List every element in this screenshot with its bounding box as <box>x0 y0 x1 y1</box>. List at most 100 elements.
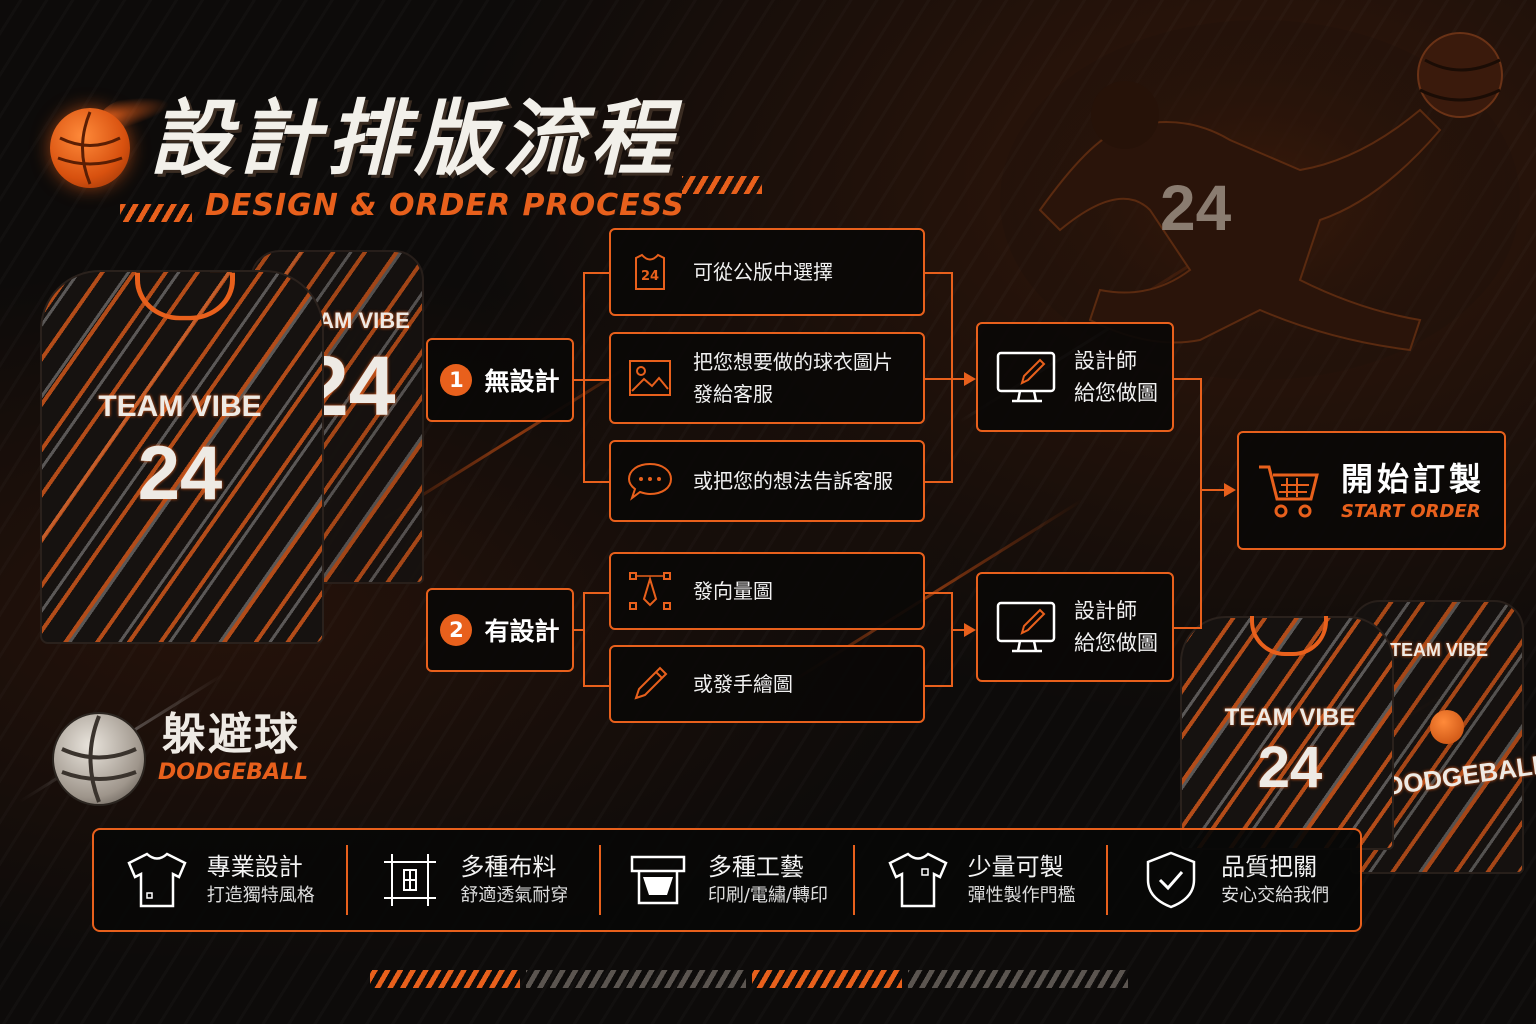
chat-bubble-icon <box>627 461 673 501</box>
flow-connector <box>583 379 611 381</box>
page-subtitle: DESIGN & ORDER PROCESS <box>205 188 685 223</box>
tshirt-icon <box>125 850 189 910</box>
step-send-sketch[interactable]: 或發手繪圖 <box>609 645 925 723</box>
fabric-pattern-icon <box>378 850 442 910</box>
option-label: 有設計 <box>484 617 560 646</box>
features-bar: 專業設計打造獨特風格 多種布料舒適透氣耐穿 多種工藝印刷/電繡/轉印 少量可製彈… <box>92 828 1362 932</box>
hatch-decoration <box>682 176 762 194</box>
start-order-button[interactable]: 開始訂製 START ORDER <box>1237 431 1506 550</box>
monitor-pen-icon <box>996 349 1058 405</box>
monitor-pen-icon <box>996 599 1058 655</box>
flow-connector <box>924 378 966 380</box>
hatch-decoration <box>752 970 902 988</box>
start-order-label: 開始訂製 <box>1341 460 1486 498</box>
fire-ball-icon <box>50 108 130 188</box>
svg-text:24: 24 <box>641 269 659 284</box>
flow-connector <box>1173 378 1201 380</box>
step-text: 或把您的想法告訴客服 <box>693 469 893 493</box>
vector-pen-icon <box>627 571 673 611</box>
designer-step-2[interactable]: 設計師 給您做圖 <box>976 572 1174 682</box>
option-no-design[interactable]: 1 無設計 <box>426 338 574 422</box>
player-number: 24 <box>1160 172 1232 244</box>
start-order-label-en: START ORDER <box>1341 501 1481 522</box>
step-choose-template[interactable]: 24 可從公版中選擇 <box>609 228 925 316</box>
cart-icon <box>1257 461 1321 521</box>
flow-connector <box>583 592 585 686</box>
step-text: 設計師 <box>1074 349 1137 373</box>
sport-label-en: DODGEBALL <box>158 760 309 785</box>
flow-arrow <box>1224 483 1236 497</box>
dodgeball-logo-icon <box>52 712 146 806</box>
flow-connector <box>924 481 952 483</box>
flow-connector <box>924 685 952 687</box>
feature-item: 少量可製彈性製作門檻 <box>852 845 1107 915</box>
flow-arrow <box>964 623 976 637</box>
flow-connector <box>924 592 952 594</box>
feature-item: 多種布料舒適透氣耐穿 <box>345 845 600 915</box>
step-send-image[interactable]: 把您想要做的球衣圖片 發給客服 <box>609 332 925 424</box>
jersey-24-icon: 24 <box>627 252 673 292</box>
printer-icon <box>626 850 690 910</box>
feature-title: 少量可製 <box>967 853 1064 881</box>
flow-connector <box>583 592 611 594</box>
flow-connector <box>572 379 584 381</box>
step-text: 發給客服 <box>693 382 773 406</box>
step-tell-idea[interactable]: 或把您的想法告訴客服 <box>609 440 925 522</box>
feature-item: 品質把關安心交給我們 <box>1106 845 1360 915</box>
feature-title: 多種工藝 <box>707 853 804 881</box>
flow-connector <box>583 685 611 687</box>
hatch-decoration <box>526 970 746 988</box>
jersey-back-team: TEAM VIBE <box>1390 640 1489 660</box>
flow-connector <box>572 629 584 631</box>
page-title: 設計排版流程 <box>150 92 678 187</box>
designer-step-1[interactable]: 設計師 給您做圖 <box>976 322 1174 432</box>
step-text: 給您做圖 <box>1074 631 1158 655</box>
flow-connector <box>583 272 611 274</box>
jersey-front-number: 24 <box>137 431 223 516</box>
option-has-design[interactable]: 2 有設計 <box>426 588 574 672</box>
flow-connector <box>951 272 953 483</box>
hatch-decoration <box>370 970 520 988</box>
flow-connector <box>583 481 611 483</box>
flow-connector <box>952 629 966 631</box>
feature-title: 品質把關 <box>1221 853 1318 881</box>
jersey-front <box>40 270 324 644</box>
step-text: 可從公版中選擇 <box>693 260 833 284</box>
pencil-icon <box>627 664 673 704</box>
feature-title: 專業設計 <box>206 853 303 881</box>
feature-sub: 彈性製作門檻 <box>967 885 1076 906</box>
step-send-vector[interactable]: 發向量圖 <box>609 552 925 630</box>
option-number-badge: 2 <box>440 614 473 646</box>
sport-label: 躲避球 <box>162 709 300 760</box>
player-illustration: 24 <box>1000 20 1520 380</box>
jersey-front-number: 24 <box>1257 735 1323 800</box>
flow-connector <box>1200 489 1226 491</box>
feature-sub: 舒適透氣耐穿 <box>460 885 569 906</box>
flow-connector <box>924 272 952 274</box>
jersey-ball-icon <box>1430 710 1464 744</box>
feature-item: 多種工藝印刷/電繡/轉印 <box>599 845 853 915</box>
step-text: 發向量圖 <box>693 579 773 603</box>
step-text: 或發手繪圖 <box>693 672 793 696</box>
hatch-decoration <box>908 970 1128 988</box>
feature-sub: 打造獨特風格 <box>206 885 315 906</box>
flow-connector <box>583 272 585 483</box>
jersey-front <box>1180 616 1394 850</box>
option-number-badge: 1 <box>440 364 473 396</box>
image-icon <box>627 358 673 398</box>
jersey-front-team: TEAM VIBE <box>98 390 262 423</box>
step-text: 設計師 <box>1074 599 1137 623</box>
option-label: 無設計 <box>484 367 560 396</box>
step-text: 把您想要做的球衣圖片 <box>693 350 893 374</box>
flow-connector <box>1200 378 1202 629</box>
shield-check-icon <box>1139 850 1203 910</box>
feature-title: 多種布料 <box>460 853 557 881</box>
flow-arrow <box>964 372 976 386</box>
step-text: 給您做圖 <box>1074 381 1158 405</box>
jersey-front-team: TEAM VIBE <box>1224 704 1356 731</box>
flow-connector <box>951 592 953 687</box>
feature-sub: 安心交給我們 <box>1221 885 1330 906</box>
flow-connector <box>1173 627 1201 629</box>
hatch-decoration <box>120 204 192 222</box>
